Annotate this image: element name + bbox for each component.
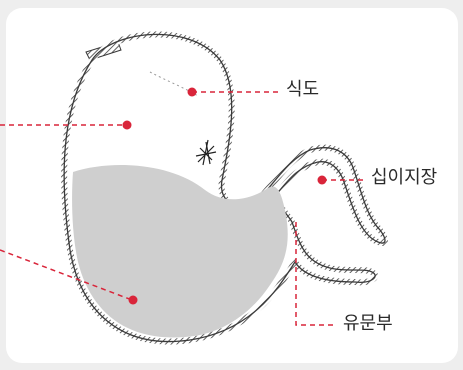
dot-body [123, 121, 132, 130]
esophageal-opening [196, 140, 216, 165]
dot-lower [129, 296, 138, 305]
dot-duodenum [318, 176, 327, 185]
label-esophagus: 식도 [286, 81, 319, 99]
label-pylorus: 유문부 [343, 315, 393, 333]
leader-line-pylorus [296, 222, 336, 325]
label-duodenum: 십이지장 [371, 169, 437, 187]
dot-esophagus [188, 88, 197, 97]
